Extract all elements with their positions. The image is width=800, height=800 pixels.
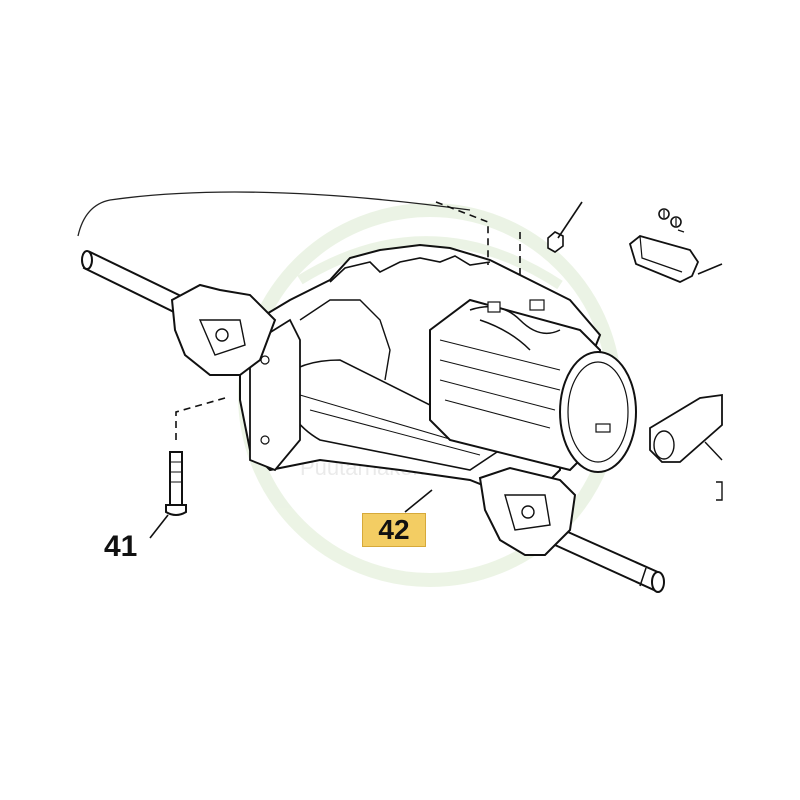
- right-axle-bracket: [478, 466, 577, 556]
- leader-lines: [175, 201, 521, 440]
- callout-41: 41: [104, 530, 138, 563]
- callout-42: 42: [362, 513, 426, 547]
- hex-nut: [547, 201, 583, 253]
- leader-42: [404, 489, 433, 513]
- left-axle-shaft: [81, 250, 187, 316]
- frame-outline: [77, 191, 471, 237]
- leader-41: [149, 514, 169, 539]
- small-screws: [658, 208, 685, 233]
- left-axle-bracket: [170, 283, 277, 376]
- side-cover-part: [649, 393, 723, 501]
- electric-motor: [429, 298, 637, 473]
- bolt-41: [149, 451, 187, 539]
- connector-module: [628, 235, 723, 283]
